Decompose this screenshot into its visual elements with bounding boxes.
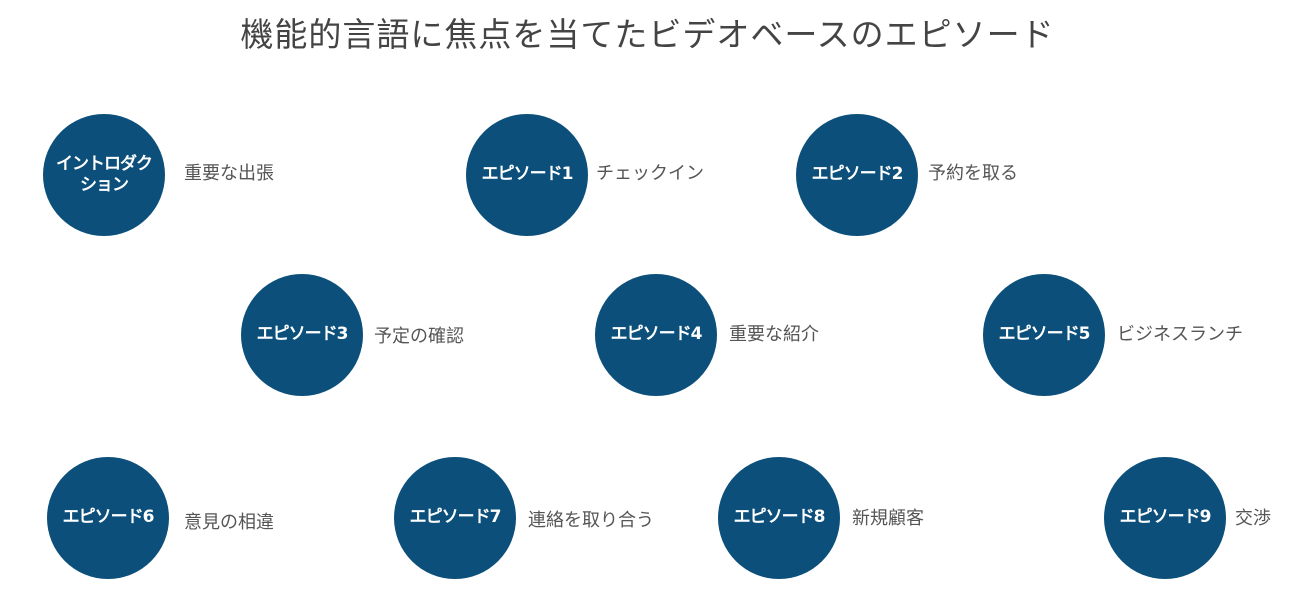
episode-node-2[interactable]: エピソード2: [796, 114, 918, 236]
episode-node-1[interactable]: エピソード1: [466, 114, 588, 236]
episode-circle[interactable]: エピソード8: [718, 457, 840, 579]
episode-topic: チェックイン: [596, 163, 704, 184]
episode-node-8[interactable]: エピソード8: [718, 457, 840, 579]
episode-node-4[interactable]: エピソード4: [595, 274, 717, 396]
episode-topic: 予定の確認: [374, 326, 464, 347]
episode-circle[interactable]: エピソード4: [595, 274, 717, 396]
episode-topic: ビジネスランチ: [1117, 324, 1243, 345]
episode-node-intro[interactable]: イントロダクション: [43, 114, 165, 236]
episode-circle[interactable]: エピソード9: [1104, 457, 1226, 579]
episode-node-6[interactable]: エピソード6: [47, 457, 169, 579]
episode-circle[interactable]: エピソード2: [796, 114, 918, 236]
episode-node-3[interactable]: エピソード3: [241, 274, 363, 396]
episode-node-9[interactable]: エピソード9: [1104, 457, 1226, 579]
episode-topic: 予約を取る: [928, 163, 1018, 184]
episode-topic: 連絡を取り合う: [528, 510, 654, 531]
episode-topic: 重要な出張: [184, 163, 274, 184]
episode-topic: 重要な紹介: [729, 324, 819, 345]
episode-circle[interactable]: エピソード7: [394, 457, 516, 579]
episode-circle[interactable]: エピソード3: [241, 274, 363, 396]
page-title: 機能的言語に焦点を当てたビデオベースのエピソード: [240, 15, 1055, 54]
episode-topic: 意見の相違: [184, 512, 274, 533]
episode-topic: 交渉: [1235, 508, 1271, 529]
episode-topic: 新規顧客: [852, 508, 924, 529]
episode-circle[interactable]: イントロダクション: [43, 114, 165, 236]
episode-circle[interactable]: エピソード1: [466, 114, 588, 236]
episode-node-7[interactable]: エピソード7: [394, 457, 516, 579]
episode-circle[interactable]: エピソード6: [47, 457, 169, 579]
episode-node-5[interactable]: エピソード5: [983, 274, 1105, 396]
episode-circle[interactable]: エピソード5: [983, 274, 1105, 396]
